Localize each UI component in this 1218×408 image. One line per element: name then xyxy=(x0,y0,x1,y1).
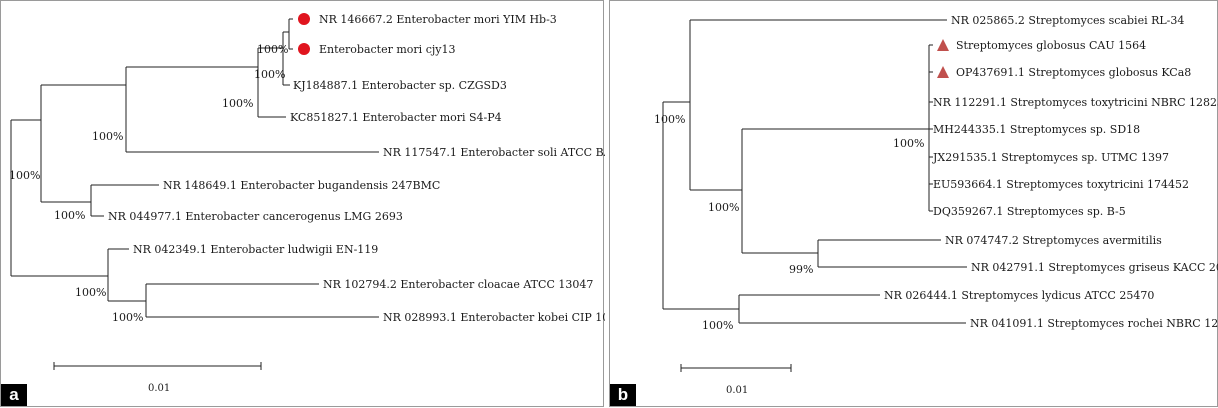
scale-bar-label: 0.01 xyxy=(148,383,170,394)
triangle-marker-icon xyxy=(937,39,949,51)
bootstrap-label: 100% xyxy=(222,97,253,110)
taxon-label: NR 042791.1 Streptomyces griseus KACC 20… xyxy=(971,261,1218,274)
scale-bar xyxy=(680,364,792,372)
bootstrap-label: 100% xyxy=(654,113,685,126)
bootstrap-label: 100% xyxy=(112,311,143,324)
circle-marker-icon xyxy=(298,13,310,25)
tree-b-svg: NR 025865.2 Streptomyces scabiei RL-34 S… xyxy=(654,14,1218,396)
bootstrap-label: 100% xyxy=(254,68,285,81)
taxon-label: NR 074747.2 Streptomyces avermitilis xyxy=(945,234,1162,247)
tree-a-branches xyxy=(10,18,379,318)
taxon-label: KJ184887.1 Enterobacter sp. CZGSD3 xyxy=(293,79,507,92)
taxon-label: Streptomyces globosus CAU 1564 xyxy=(956,39,1146,52)
taxon-label: NR 102794.2 Enterobacter cloacae ATCC 13… xyxy=(323,278,593,291)
taxon-label: NR 148649.1 Enterobacter bugandensis 247… xyxy=(163,179,440,192)
taxon-label: KC851827.1 Enterobacter mori S4-P4 xyxy=(290,111,502,124)
scale-bar xyxy=(53,362,262,370)
taxon-label: MH244335.1 Streptomyces sp. SD18 xyxy=(933,123,1140,136)
bootstrap-label: 100% xyxy=(893,137,924,150)
bootstrap-label: 100% xyxy=(92,130,123,143)
tree-a-svg: NR 146667.2 Enterobacter mori YIM Hb-3 E… xyxy=(9,13,605,394)
taxon-label: JX291535.1 Streptomyces sp. UTMC 1397 xyxy=(932,151,1169,164)
triangle-marker-icon xyxy=(937,66,949,78)
circle-marker-icon xyxy=(298,43,310,55)
taxon-label: NR 112291.1 Streptomyces toxytricini NBR… xyxy=(933,96,1218,109)
taxon-label: NR 028993.1 Enterobacter kobei CIP 10556… xyxy=(383,311,605,324)
panel-tag-a: a xyxy=(1,384,27,406)
bootstrap-label: 100% xyxy=(9,169,40,182)
taxon-label: NR 117547.1 Enterobacter soli ATCC BAA-2… xyxy=(383,146,605,159)
scale-bar-label: 0.01 xyxy=(726,385,748,396)
panel-b-streptomyces-tree: NR 025865.2 Streptomyces scabiei RL-34 S… xyxy=(609,0,1218,407)
panel-a-enterobacter-tree: NR 146667.2 Enterobacter mori YIM Hb-3 E… xyxy=(0,0,605,407)
bootstrap-label: 100% xyxy=(708,201,739,214)
taxon-label: NR 026444.1 Streptomyces lydicus ATCC 25… xyxy=(884,289,1154,302)
taxon-label: DQ359267.1 Streptomyces sp. B-5 xyxy=(933,205,1126,218)
bootstrap-label: 99% xyxy=(789,263,813,276)
taxon-label: Enterobacter mori cjy13 xyxy=(319,43,455,56)
bootstrap-label: 100% xyxy=(257,43,288,56)
bootstrap-label: 100% xyxy=(75,286,106,299)
tree-b-branches xyxy=(662,19,967,324)
taxon-label: NR 041091.1 Streptomyces rochei NBRC 129… xyxy=(970,317,1218,330)
bootstrap-label: 100% xyxy=(702,319,733,332)
taxon-label: NR 042349.1 Enterobacter ludwigii EN-119 xyxy=(133,243,378,256)
taxon-label: OP437691.1 Streptomyces globosus KCa8 xyxy=(956,66,1191,79)
bootstrap-label: 100% xyxy=(54,209,85,222)
taxon-label: NR 025865.2 Streptomyces scabiei RL-34 xyxy=(951,14,1184,27)
panel-tag-b: b xyxy=(610,384,636,406)
taxon-label: NR 146667.2 Enterobacter mori YIM Hb-3 xyxy=(319,13,557,26)
taxon-label: EU593664.1 Streptomyces toxytricini 1744… xyxy=(933,178,1189,191)
taxon-label: NR 044977.1 Enterobacter cancerogenus LM… xyxy=(108,210,403,223)
